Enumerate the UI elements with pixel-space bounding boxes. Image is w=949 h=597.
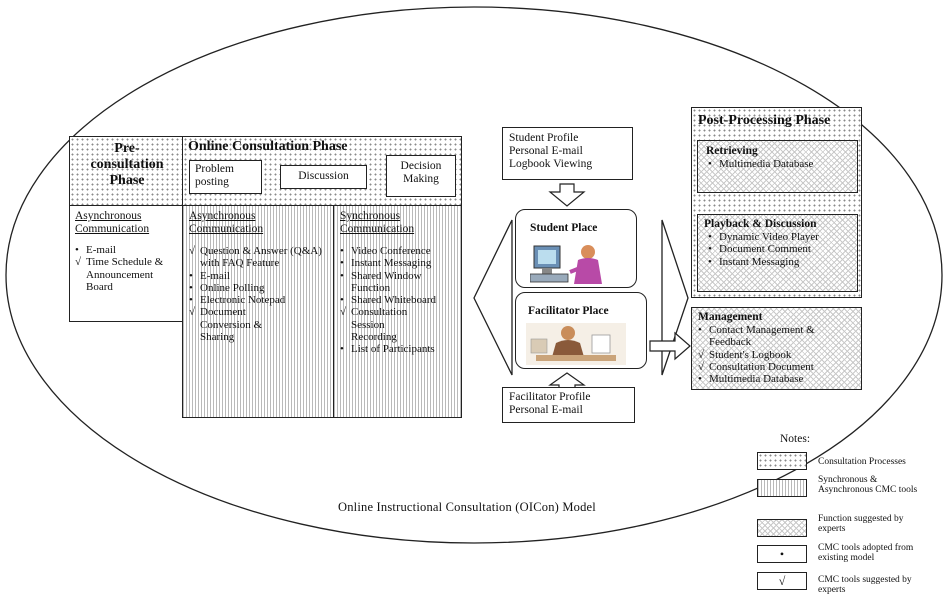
post-processing-title: Post-Processing Phase [698, 113, 831, 128]
notes-title: Notes: [780, 433, 811, 445]
process-step-discussion: Discussion [280, 165, 367, 189]
facilitator-desk-icon [526, 323, 626, 365]
playback-item-instant-messaging: Instant Messaging [708, 256, 851, 269]
legend-swatch-cmc-tools [757, 479, 807, 497]
facilitator-info-box: Facilitator Profile Personal E-mail [502, 387, 635, 423]
student-place-box: Student Place [515, 209, 637, 288]
legend-label-suggested-tools: CMC tools suggested by experts [818, 575, 912, 595]
pre-item-time-schedule: Time Schedule & Announcement Board [75, 256, 168, 293]
legend-bullet-symbol: • [779, 547, 785, 561]
pre-item-email: E-mail [75, 244, 177, 257]
online-consultation-title: Online Consultation Phase [188, 139, 348, 154]
legend-check-symbol: √ [778, 574, 786, 588]
legend-swatch-adopted-tools: • [757, 545, 807, 563]
legend-label-cmc-tools: Synchronous & Asynchronous CMC tools [818, 475, 918, 495]
sync-item-video-conference: Video Conference [340, 245, 455, 258]
legend-label-expert-function: Function suggested by experts [818, 514, 904, 534]
student-info-arrow [548, 183, 586, 207]
retrieving-title: Retrieving [706, 145, 758, 157]
student-info-box: Student Profile Personal E-mail Logbook … [502, 127, 633, 180]
async-item-electronic-notepad: Electronic Notepad [189, 294, 327, 307]
retrieving-item-multimedia: Multimedia Database [708, 158, 849, 171]
model-boundary-ellipse [5, 6, 943, 544]
pre-consultation-title: Pre-consultation Phase [90, 141, 164, 188]
legend-label-adopted-tools: CMC tools adopted from existing model [818, 543, 914, 563]
legend-swatch-consultation-processes [757, 452, 807, 470]
student-info-profile: Student Profile [509, 132, 579, 144]
left-chevron-arrow [473, 219, 513, 376]
student-computer-icon [530, 245, 602, 284]
sync-item-session-recording: Consultation Session Recording [340, 306, 431, 343]
playback-item-doc-comment: Document Comment [708, 243, 851, 256]
legend-swatch-expert-function [757, 519, 807, 537]
async-item-qa: Question & Answer (Q&A) with FAQ Feature [189, 245, 327, 270]
management-item-contact: Contact Management & Feedback [698, 324, 849, 349]
model-caption: Online Instructional Consultation (OICon… [338, 500, 596, 514]
facilitator-info-email: Personal E-mail [509, 404, 583, 416]
management-item-logbook: Student's Logbook [698, 349, 855, 362]
management-item-multimedia: Multimedia Database [698, 373, 855, 386]
online-async-box: Asynchronous Communication Question & An… [182, 205, 334, 418]
async-item-doc-conversion: Document Conversion & Sharing [189, 306, 290, 343]
async-item-email: E-mail [189, 270, 327, 283]
management-item-consultation-doc: Consultation Document [698, 361, 855, 374]
sync-item-instant-messaging: Instant Messaging [340, 257, 455, 270]
management-title: Management [698, 311, 763, 323]
online-sync-title: Synchronous Communication [340, 210, 415, 235]
management-box: Management Contact Management & Feedback… [691, 307, 862, 390]
sync-item-participants: List of Participants [340, 343, 455, 356]
legend-label-consultation-processes: Consultation Processes [818, 457, 906, 467]
sync-item-shared-window: Shared Window Function [340, 270, 455, 295]
student-info-logbook: Logbook Viewing [509, 158, 593, 170]
process-step-decision-making: Decision Making [386, 155, 456, 197]
playback-item-video-player: Dynamic Video Player [708, 231, 851, 244]
facilitator-info-profile: Facilitator Profile [509, 391, 591, 403]
facilitator-place-title: Facilitator Place [528, 305, 609, 317]
pre-consultation-comm-title: Asynchronous Communication [75, 210, 150, 235]
playback-title: Playback & Discussion [704, 218, 817, 230]
sync-item-shared-whiteboard: Shared Whiteboard [340, 294, 455, 307]
student-place-title: Student Place [530, 222, 598, 234]
process-step-problem-posting: Problem posting [189, 160, 262, 194]
online-sync-box: Synchronous Communication Video Conferen… [333, 205, 462, 418]
facilitator-to-management-arrow [649, 331, 691, 361]
facilitator-place-box: Facilitator Place [515, 292, 647, 369]
retrieving-box: Retrieving Multimedia Database [697, 140, 858, 193]
playback-box: Playback & Discussion Dynamic Video Play… [697, 214, 858, 292]
legend-swatch-suggested-tools: √ [757, 572, 807, 590]
student-info-email: Personal E-mail [509, 145, 583, 157]
async-item-online-polling: Online Polling [189, 282, 327, 295]
pre-consultation-comm-box: Asynchronous Communication E-mail Time S… [69, 205, 183, 322]
online-async-title: Asynchronous Communication [189, 210, 264, 235]
